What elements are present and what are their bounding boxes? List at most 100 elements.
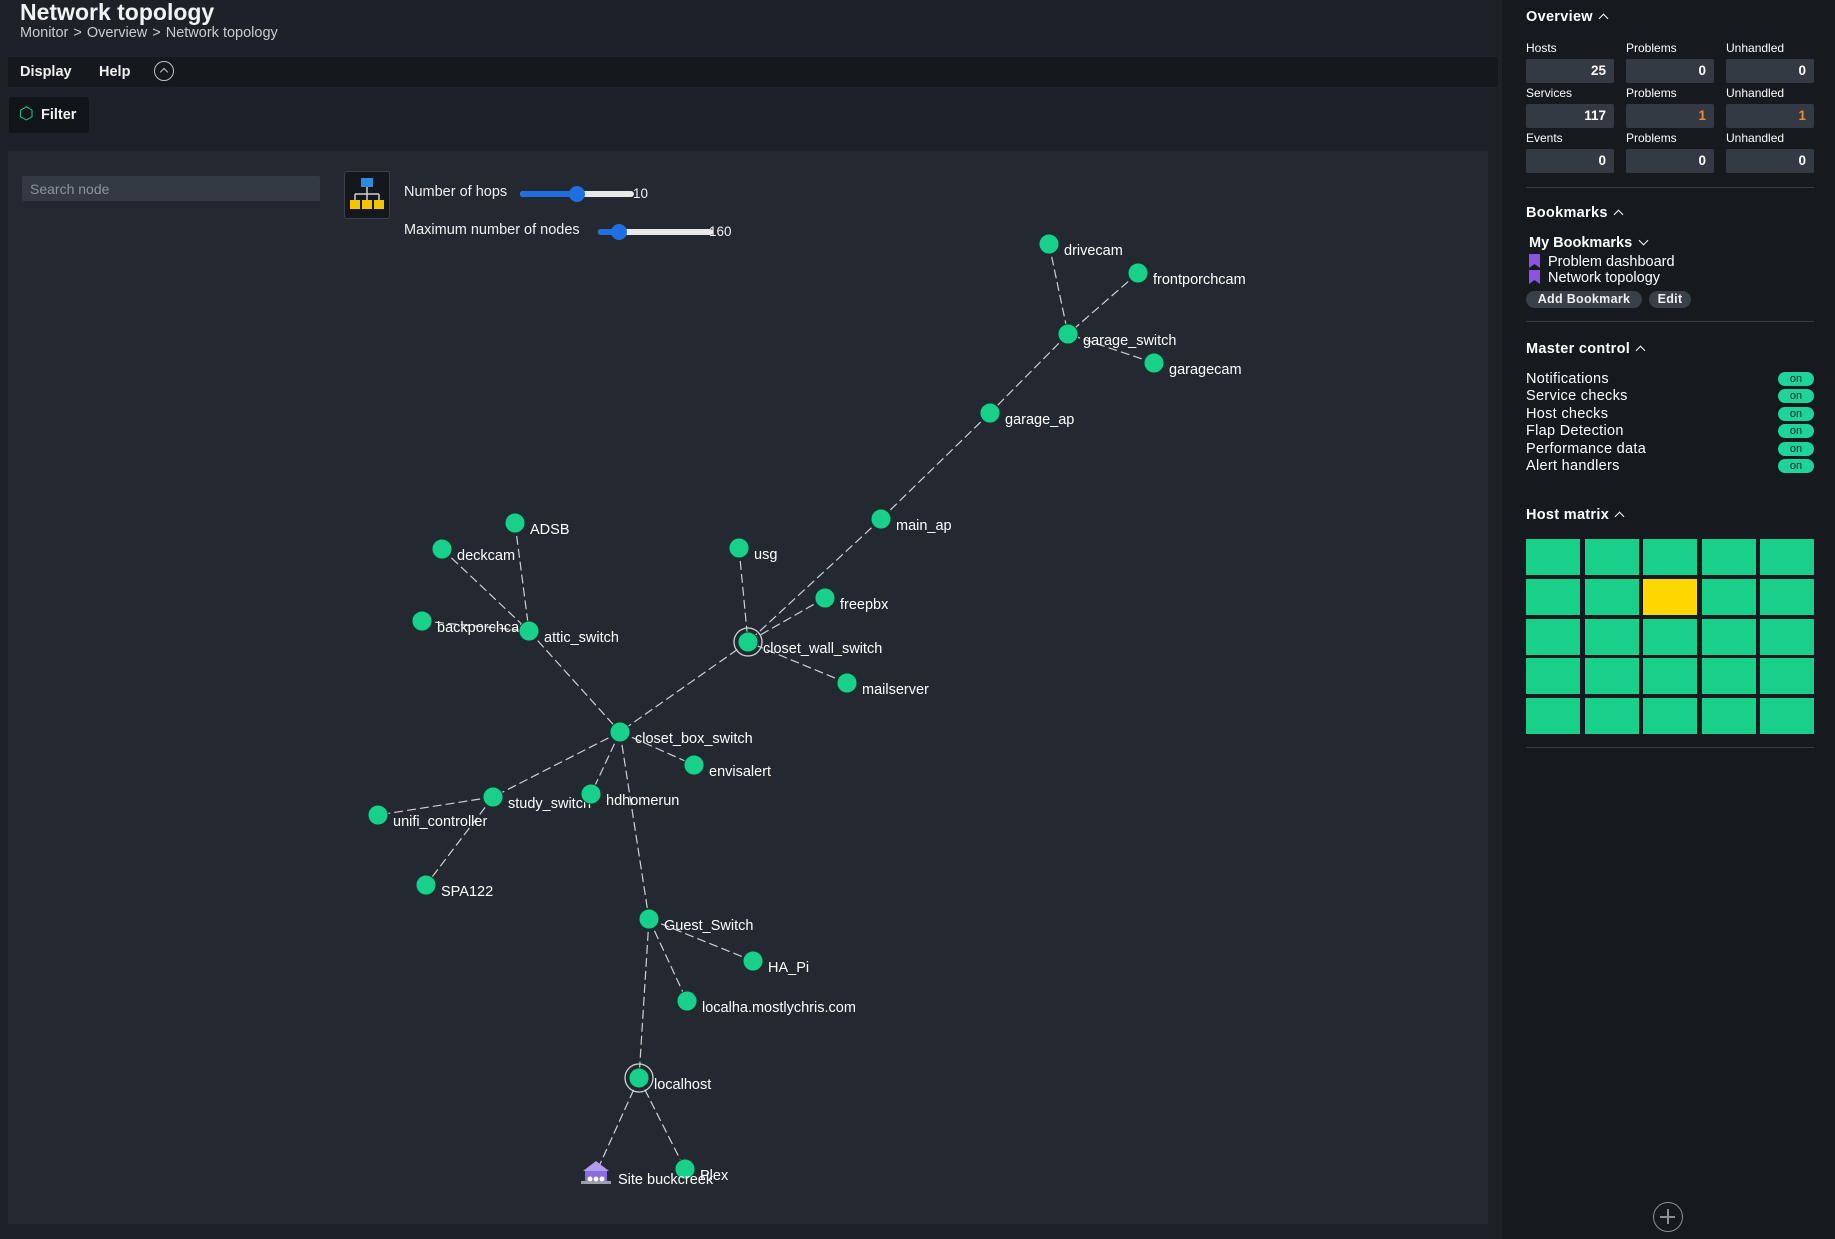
node-garagecam[interactable]: garagecam xyxy=(1143,352,1242,378)
node-spa122[interactable]: SPA122 xyxy=(415,874,493,900)
node-main-ap[interactable]: main_ap xyxy=(870,508,952,534)
host-matrix-cell[interactable] xyxy=(1584,658,1639,695)
host-matrix-cell[interactable] xyxy=(1643,658,1697,695)
service-problems-count[interactable]: 1 xyxy=(1626,104,1714,128)
host-node-circle[interactable] xyxy=(609,721,631,743)
host-matrix-cell[interactable] xyxy=(1526,578,1580,615)
host-node-circle[interactable] xyxy=(728,537,750,559)
host-matrix-cell[interactable] xyxy=(1584,578,1639,615)
host-node-circle[interactable] xyxy=(415,874,437,896)
add-bookmark-button[interactable]: Add Bookmark xyxy=(1526,291,1642,308)
host-node-circle[interactable] xyxy=(737,631,759,653)
host-node-circle[interactable] xyxy=(1057,323,1079,345)
host-matrix-cell[interactable] xyxy=(1760,578,1814,615)
master-control-host-checks-toggle[interactable]: on xyxy=(1778,406,1814,421)
add-dashlet-icon[interactable] xyxy=(1653,1202,1683,1232)
host-node-circle[interactable] xyxy=(638,908,660,930)
node-localha[interactable]: localha.mostlychris.com xyxy=(676,990,856,1016)
host-problems-count[interactable]: 0 xyxy=(1626,59,1714,83)
host-matrix-cell[interactable] xyxy=(1760,658,1814,695)
host-matrix-cell[interactable] xyxy=(1643,698,1697,735)
service-unhandled-count[interactable]: 1 xyxy=(1726,104,1814,128)
node-drivecam[interactable]: drivecam xyxy=(1038,233,1123,259)
master-control-notifications-toggle[interactable]: on xyxy=(1778,372,1814,386)
breadcrumb-network-topology[interactable]: Network topology xyxy=(165,25,278,41)
hops-slider[interactable] xyxy=(520,186,634,202)
breadcrumb-monitor[interactable]: Monitor xyxy=(20,25,69,41)
host-matrix-cell[interactable] xyxy=(1760,618,1814,655)
node-unifi-controller[interactable]: unifi_controller xyxy=(367,804,487,830)
search-node-input[interactable] xyxy=(22,176,320,201)
host-matrix-cell[interactable] xyxy=(1643,539,1697,575)
host-matrix-cell[interactable] xyxy=(1643,578,1697,615)
max-nodes-slider-handle[interactable] xyxy=(610,224,627,240)
topology-canvas[interactable]: Number of hops 10 Maximum number of node… xyxy=(8,151,1488,1224)
host-matrix-cell[interactable] xyxy=(1643,618,1697,655)
host-node-circle[interactable] xyxy=(676,990,698,1012)
node-ha-pi[interactable]: HA_Pi xyxy=(742,950,809,976)
host-matrix-title[interactable]: Host matrix xyxy=(1526,507,1625,523)
bookmarks-title[interactable]: Bookmarks xyxy=(1526,205,1624,221)
events-count[interactable]: 0 xyxy=(1526,149,1614,173)
node-envisalert[interactable]: envisalert xyxy=(683,754,771,780)
host-node-circle[interactable] xyxy=(742,950,764,972)
host-matrix-cell[interactable] xyxy=(1701,698,1756,735)
node-closet-wall-switch[interactable]: closet_wall_switch xyxy=(733,627,882,657)
host-matrix-cell[interactable] xyxy=(1701,578,1756,615)
max-nodes-slider[interactable] xyxy=(598,224,713,240)
host-node-circle[interactable] xyxy=(411,610,433,632)
menu-display[interactable]: Display xyxy=(20,64,72,80)
services-count[interactable]: 117 xyxy=(1526,104,1614,128)
node-freepbx[interactable]: freepbx xyxy=(814,587,889,613)
my-bookmarks-folder[interactable]: My Bookmarks xyxy=(1529,235,1649,251)
host-matrix-cell[interactable] xyxy=(1701,539,1756,575)
node-deckcam[interactable]: deckcam xyxy=(431,538,515,564)
host-node-circle[interactable] xyxy=(674,1158,696,1180)
host-matrix-cell[interactable] xyxy=(1584,698,1639,735)
host-matrix-cell[interactable] xyxy=(1584,618,1639,655)
node-plex[interactable]: Plex xyxy=(674,1158,729,1184)
host-unhandled-count[interactable]: 0 xyxy=(1726,59,1814,83)
host-matrix-cell[interactable] xyxy=(1526,618,1580,655)
host-matrix-cell[interactable] xyxy=(1701,618,1756,655)
node-guest-switch[interactable]: Guest_Switch xyxy=(638,908,753,934)
host-node-circle[interactable] xyxy=(1038,233,1060,255)
node-frontporchcam[interactable]: frontporchcam xyxy=(1127,262,1246,288)
breadcrumb-overview[interactable]: Overview xyxy=(86,25,148,41)
host-node-circle[interactable] xyxy=(504,512,526,534)
host-node-circle[interactable] xyxy=(979,402,1001,424)
host-node-circle[interactable] xyxy=(1127,262,1149,284)
node-garage-switch[interactable]: garage_switch xyxy=(1057,323,1177,349)
host-node-circle[interactable] xyxy=(518,620,540,642)
hops-slider-handle[interactable] xyxy=(569,186,585,202)
node-backporchcam[interactable]: backporchcam xyxy=(411,610,531,636)
node-closet-box-switch[interactable]: closet_box_switch xyxy=(609,721,753,747)
event-unhandled-count[interactable]: 0 xyxy=(1726,149,1814,173)
overview-title[interactable]: Overview xyxy=(1526,9,1609,25)
bookmark-network-topology[interactable]: Network topology xyxy=(1529,268,1660,286)
host-node-circle[interactable] xyxy=(870,508,892,530)
host-node-circle[interactable] xyxy=(628,1067,650,1089)
host-node-circle[interactable] xyxy=(836,672,858,694)
bookmark-problem-dashboard[interactable]: Problem dashboard xyxy=(1529,252,1675,270)
node-mailserver[interactable]: mailserver xyxy=(836,672,929,698)
node-attic-switch[interactable]: attic_switch xyxy=(518,620,619,646)
hierarchy-layout-button[interactable] xyxy=(344,171,390,219)
menu-help[interactable]: Help xyxy=(99,64,131,80)
node-usg[interactable]: usg xyxy=(728,537,777,563)
node-garage-ap[interactable]: garage_ap xyxy=(979,402,1074,428)
host-node-circle[interactable] xyxy=(580,783,602,805)
hosts-count[interactable]: 25 xyxy=(1526,59,1614,83)
node-adsb[interactable]: ADSB xyxy=(504,512,570,538)
host-node-circle[interactable] xyxy=(482,786,504,808)
master-control-flap-detection-toggle[interactable]: on xyxy=(1778,424,1814,439)
host-node-circle[interactable] xyxy=(431,538,453,560)
host-node-circle[interactable] xyxy=(814,587,836,609)
node-localhost[interactable]: localhost xyxy=(624,1063,711,1093)
edit-bookmarks-button[interactable]: Edit xyxy=(1649,291,1691,308)
master-control-performance-data-toggle[interactable]: on xyxy=(1778,441,1814,456)
event-problems-count[interactable]: 0 xyxy=(1626,149,1714,173)
host-matrix-cell[interactable] xyxy=(1584,539,1639,575)
node-study-switch[interactable]: study_switch xyxy=(482,786,591,812)
